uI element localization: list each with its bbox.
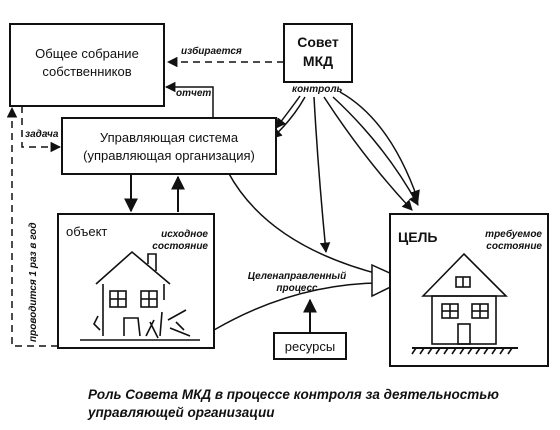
node-object [57,213,215,349]
node-management-line1: Управляющая система [100,130,239,145]
edge-task [21,106,62,153]
edge-control-to-process [313,96,331,254]
node-goal-state-1: требуемое [485,228,542,240]
process-curve-upper [227,171,396,279]
edge-task-label: задача [25,129,59,140]
edge-report-label: отчет [176,88,211,99]
node-object-state-1: исходное [161,229,208,240]
house-icon [411,252,518,355]
edge-yearly [6,106,58,347]
edge-control-to-goal-1 [323,96,413,211]
process-label-2: процесс [276,283,318,294]
edge-control-to-goal-2 [332,96,419,206]
node-object-state-2: состояние [152,241,208,252]
node-object-title: объект [66,224,107,239]
node-council-line1: Совет [297,34,339,50]
node-assembly [9,23,165,107]
process-label-1: Целенаправленный [248,271,346,282]
node-assembly-line1: Общее собрание [35,46,139,61]
edge-control-to-goal-3 [339,91,420,201]
node-resources-label: ресурсы [285,339,335,354]
process-arrowhead [371,263,407,298]
edge-elected-label: избирается [181,45,242,57]
edge-control-to-mgmt-1 [275,95,301,129]
edge-report [164,81,214,118]
node-council [283,23,353,83]
node-resources [273,332,347,360]
caption-line2: управляющей организации [87,405,275,420]
caption-line1: Роль Совета МКД в процессе контроля за д… [88,387,499,402]
ruined-house-icon [80,250,200,341]
edge-yearly-label: проводится 1 раз в год [28,222,39,342]
node-council-line2: МКД [303,53,333,69]
node-assembly-line2: собственников [42,64,131,79]
node-management [61,117,277,175]
node-goal-state-2: состояние [486,241,542,252]
node-goal-title: ЦЕЛЬ [398,229,437,245]
node-goal [389,213,549,367]
node-management-line2: (управляющая организация) [83,148,255,163]
edge-control-label: контроль [292,84,343,95]
